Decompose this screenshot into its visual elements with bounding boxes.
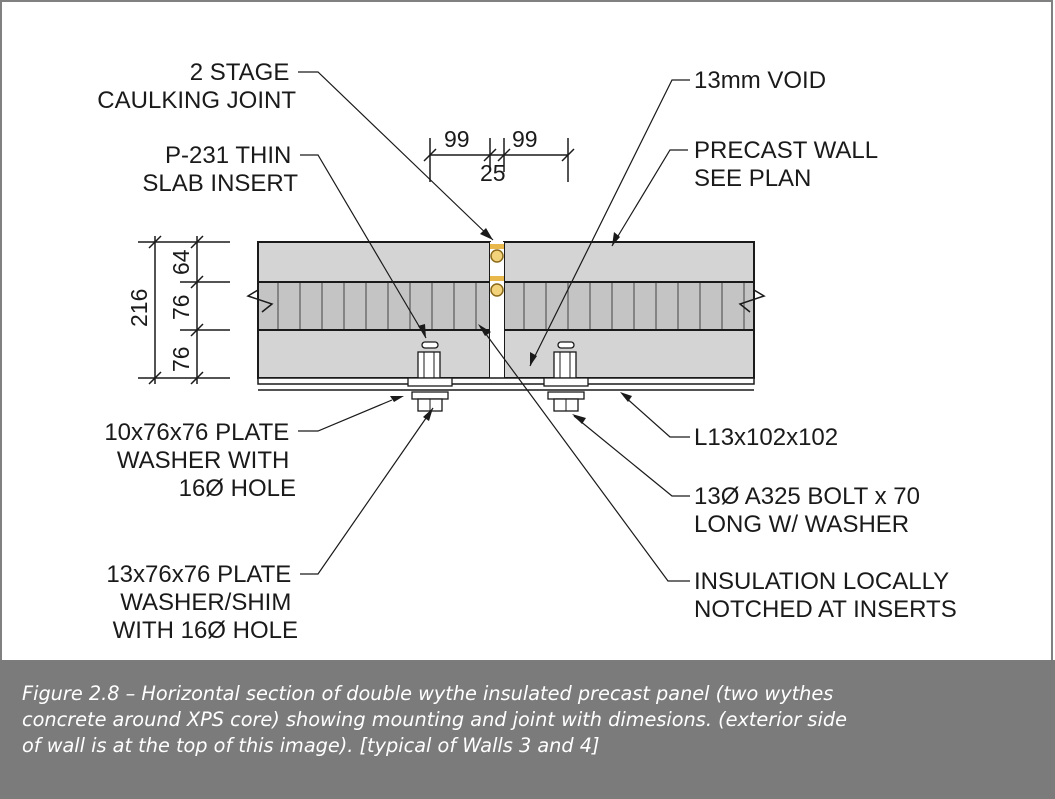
right-exterior-wythe <box>503 241 755 283</box>
left-insert-assembly <box>407 341 453 412</box>
leader-lines <box>298 71 690 582</box>
left-panel <box>246 241 491 379</box>
label-void: 13mm VOID <box>694 67 826 94</box>
dim-top-total: 25 <box>480 160 506 186</box>
right-insulation-core <box>503 281 755 331</box>
backer-rod-lower <box>490 283 504 297</box>
left-interior-wythe <box>257 329 491 379</box>
label-plate-washer-2: 13x76x76 PLATE WASHER/SHIM WITH 16Ø HOLE <box>106 561 298 644</box>
backer-rod-upper <box>490 249 504 263</box>
label-insulation: INSULATION LOCALLY NOTCHED AT INSERTS <box>694 568 957 623</box>
right-insert-assembly <box>543 341 589 412</box>
caulking-joint <box>490 242 504 378</box>
dim-side-bottom: 76 <box>168 346 194 372</box>
dim-top-left: 99 <box>444 126 470 152</box>
left-insulation-core <box>257 281 491 331</box>
dim-side-total: 216 <box>126 289 152 327</box>
label-plate-washer-1: 10x76x76 PLATE WASHER WITH 16Ø HOLE <box>104 419 296 502</box>
right-break-line <box>738 289 766 313</box>
side-dimension <box>138 235 230 385</box>
figure-caption: Figure 2.8 – Horizontal section of doubl… <box>22 682 847 757</box>
dim-side-middle: 76 <box>168 294 194 320</box>
dim-top-right: 99 <box>512 126 538 152</box>
label-angle: L13x102x102 <box>694 424 838 451</box>
caption-box: Figure 2.8 – Horizontal section of doubl… <box>0 660 1055 799</box>
label-caulking-joint: 2 STAGE CAULKING JOINT <box>97 59 296 114</box>
dim-side-top: 64 <box>168 249 194 275</box>
top-dimension <box>423 138 575 182</box>
steel-angle <box>257 377 755 391</box>
label-thin-slab-insert: P-231 THIN SLAB INSERT <box>142 142 298 197</box>
label-bolt: 13Ø A325 BOLT x 70 LONG W/ WASHER <box>694 483 927 538</box>
right-panel <box>503 241 766 379</box>
left-exterior-wythe <box>257 241 491 283</box>
section-drawing: 99 99 25 216 64 76 76 <box>97 59 957 644</box>
leader-arrowheads <box>390 228 632 424</box>
left-break-line <box>246 289 274 313</box>
right-interior-wythe <box>503 329 755 379</box>
label-precast-wall: PRECAST WALL SEE PLAN <box>694 137 884 192</box>
